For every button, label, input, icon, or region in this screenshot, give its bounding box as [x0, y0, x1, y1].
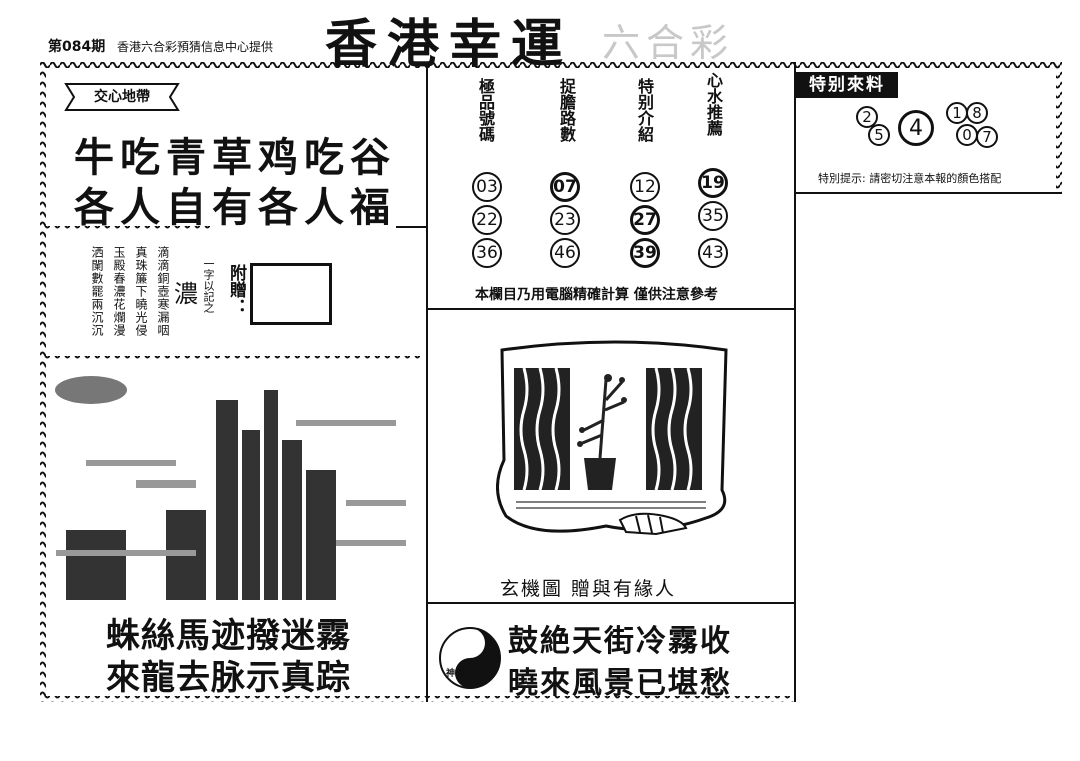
number-ball: 35: [698, 201, 728, 231]
poem-line-2: 各人自有各人福: [74, 185, 396, 231]
faded-title: 六合彩: [602, 21, 735, 65]
vertical-poem-col: 洒闌數罷兩沉沉: [90, 246, 104, 337]
poem-line-1: 牛吃青草鸡吃谷: [74, 135, 396, 181]
divider-table-bottom: [428, 308, 794, 310]
yin-yang-icon: [439, 627, 501, 689]
number-ball: 22: [472, 205, 502, 235]
divider-vertical-mid: [426, 62, 428, 702]
number-ball: 27: [630, 205, 660, 235]
mystery-caption: 玄機圖 贈與有緣人: [500, 578, 677, 600]
column-header: 特别介紹: [635, 78, 654, 142]
verse-line-3: 鼓絶天街冷霧收: [508, 624, 732, 659]
special-number: 7: [976, 126, 998, 148]
number-ball: 23: [550, 205, 580, 235]
column-header: 心水推薦: [704, 72, 723, 136]
yin-yang-badge: 神袋: [446, 669, 465, 679]
number-ball: 19: [698, 168, 728, 198]
special-number: 0: [956, 124, 978, 146]
number-ball: 03: [472, 172, 502, 202]
number-ball: 43: [698, 238, 728, 268]
number-ball: 36: [472, 238, 502, 268]
vertical-poem: 滴滴銅壺寒漏咽 真珠簾下曉光侵 玉殿春濃花爛漫 洒闌數罷兩沉沉: [86, 246, 174, 342]
issue-number: 第084期: [48, 39, 106, 55]
column-header: 捉膽路數: [557, 78, 576, 142]
special-number: 1: [946, 102, 968, 124]
divider-right: [794, 62, 796, 702]
answer-box: [250, 263, 332, 325]
divider-mid-lower: [428, 602, 794, 604]
issue-subtitle: 香港六合彩預猜信息中心提供: [117, 40, 274, 54]
special-number: 2: [856, 106, 878, 128]
collage-image: [46, 360, 414, 610]
heart-label: 交心地帶: [94, 89, 150, 105]
special-number-main: 4: [898, 110, 934, 146]
table-note: 本欄目乃用電腦精確計算 僅供注意參考: [475, 287, 718, 303]
riddle-hint: 一字以記之: [202, 258, 215, 313]
divider-left-top: [396, 226, 426, 228]
special-number: 5: [868, 124, 890, 146]
heart-label-frame: [64, 83, 180, 111]
number-ball: 07: [550, 172, 580, 202]
gift-label: 附贈：: [226, 264, 246, 315]
mystery-picture: [496, 340, 728, 536]
verse-line-2: 來龍去脉示真踪: [106, 658, 351, 698]
special-number: 8: [966, 102, 988, 124]
number-ball: 12: [630, 172, 660, 202]
special-tag: 特别來料: [796, 72, 898, 98]
riddle-character: 濃: [174, 280, 198, 308]
number-ball: 46: [550, 238, 580, 268]
vertical-poem-col: 滴滴銅壺寒漏咽: [156, 246, 170, 337]
verse-line-1: 蛛絲馬迹撥迷霧: [106, 616, 351, 656]
vertical-poem-col: 真珠簾下曉光侵: [134, 246, 148, 337]
divider-right-box: [796, 192, 1062, 194]
special-note: 特別提示: 請密切注意本報的顏色搭配: [818, 172, 1002, 185]
vertical-poem-col: 玉殿春濃花爛漫: [112, 246, 126, 337]
column-header: 極品號碼: [476, 78, 495, 142]
verse-line-4: 曉來風景已堪愁: [508, 666, 732, 701]
number-ball: 39: [630, 238, 660, 268]
